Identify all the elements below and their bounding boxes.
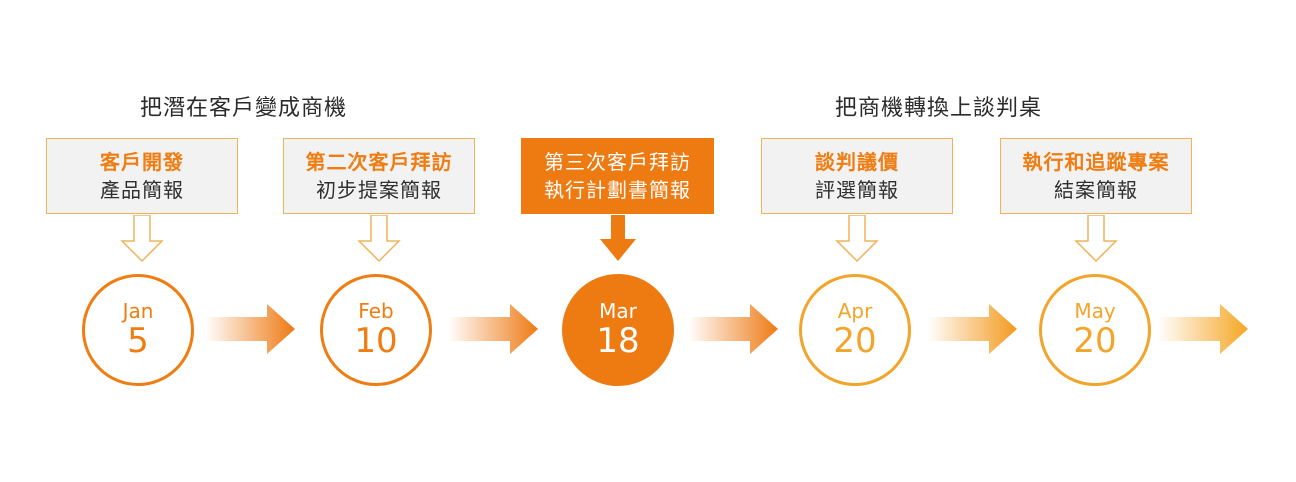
step-subtitle: 執行計劃書簡報	[544, 178, 691, 202]
step-subtitle: 評選簡報	[815, 178, 899, 202]
right-arrow-icon	[448, 304, 538, 354]
down-arrow-icon	[835, 215, 879, 263]
step-subtitle: 初步提案簡報	[316, 178, 442, 202]
right-arrow-icon	[688, 304, 778, 354]
step-card-2: 第二次客戶拜訪 初步提案簡報	[283, 138, 475, 214]
step-title: 第三次客戶拜訪	[544, 150, 691, 174]
step-subtitle: 結案簡報	[1054, 178, 1138, 202]
date-circle-2: Feb 10	[320, 274, 432, 386]
down-arrow-icon	[120, 215, 164, 263]
section-title-left: 把潛在客戶變成商機	[140, 96, 348, 121]
date-month: Mar	[599, 299, 637, 323]
right-arrow-icon	[1158, 304, 1248, 354]
down-arrow-icon	[600, 215, 636, 261]
step-subtitle: 產品簡報	[100, 178, 184, 202]
down-arrow-icon	[357, 215, 401, 263]
step-card-5: 執行和追蹤專案 結案簡報	[1000, 138, 1192, 214]
date-day: 18	[596, 321, 640, 361]
date-month: Jan	[122, 299, 154, 323]
step-card-4: 談判議價 評選簡報	[761, 138, 953, 214]
date-day: 5	[127, 321, 149, 361]
date-circle-1: Jan 5	[82, 274, 194, 386]
right-arrow-icon	[927, 304, 1017, 354]
step-title: 第二次客戶拜訪	[305, 150, 453, 174]
step-title: 談判議價	[815, 150, 899, 174]
down-arrow-icon	[1074, 215, 1118, 263]
date-circle-5: May 20	[1039, 274, 1151, 386]
date-day: 20	[833, 321, 877, 361]
date-day: 20	[1073, 321, 1117, 361]
step-card-1: 客戶開發 產品簡報	[46, 138, 238, 214]
step-title: 執行和追蹤專案	[1022, 150, 1170, 174]
step-card-3: 第三次客戶拜訪 執行計劃書簡報	[521, 138, 714, 214]
date-circle-3: Mar 18	[562, 274, 674, 386]
date-month: May	[1074, 299, 1116, 323]
right-arrow-icon	[205, 304, 295, 354]
date-circle-4: Apr 20	[799, 274, 911, 386]
step-title: 客戶開發	[100, 150, 184, 174]
date-month: Feb	[358, 299, 394, 323]
date-month: Apr	[837, 299, 873, 323]
date-day: 10	[354, 321, 398, 361]
section-title-right: 把商機轉換上談判桌	[835, 96, 1043, 121]
